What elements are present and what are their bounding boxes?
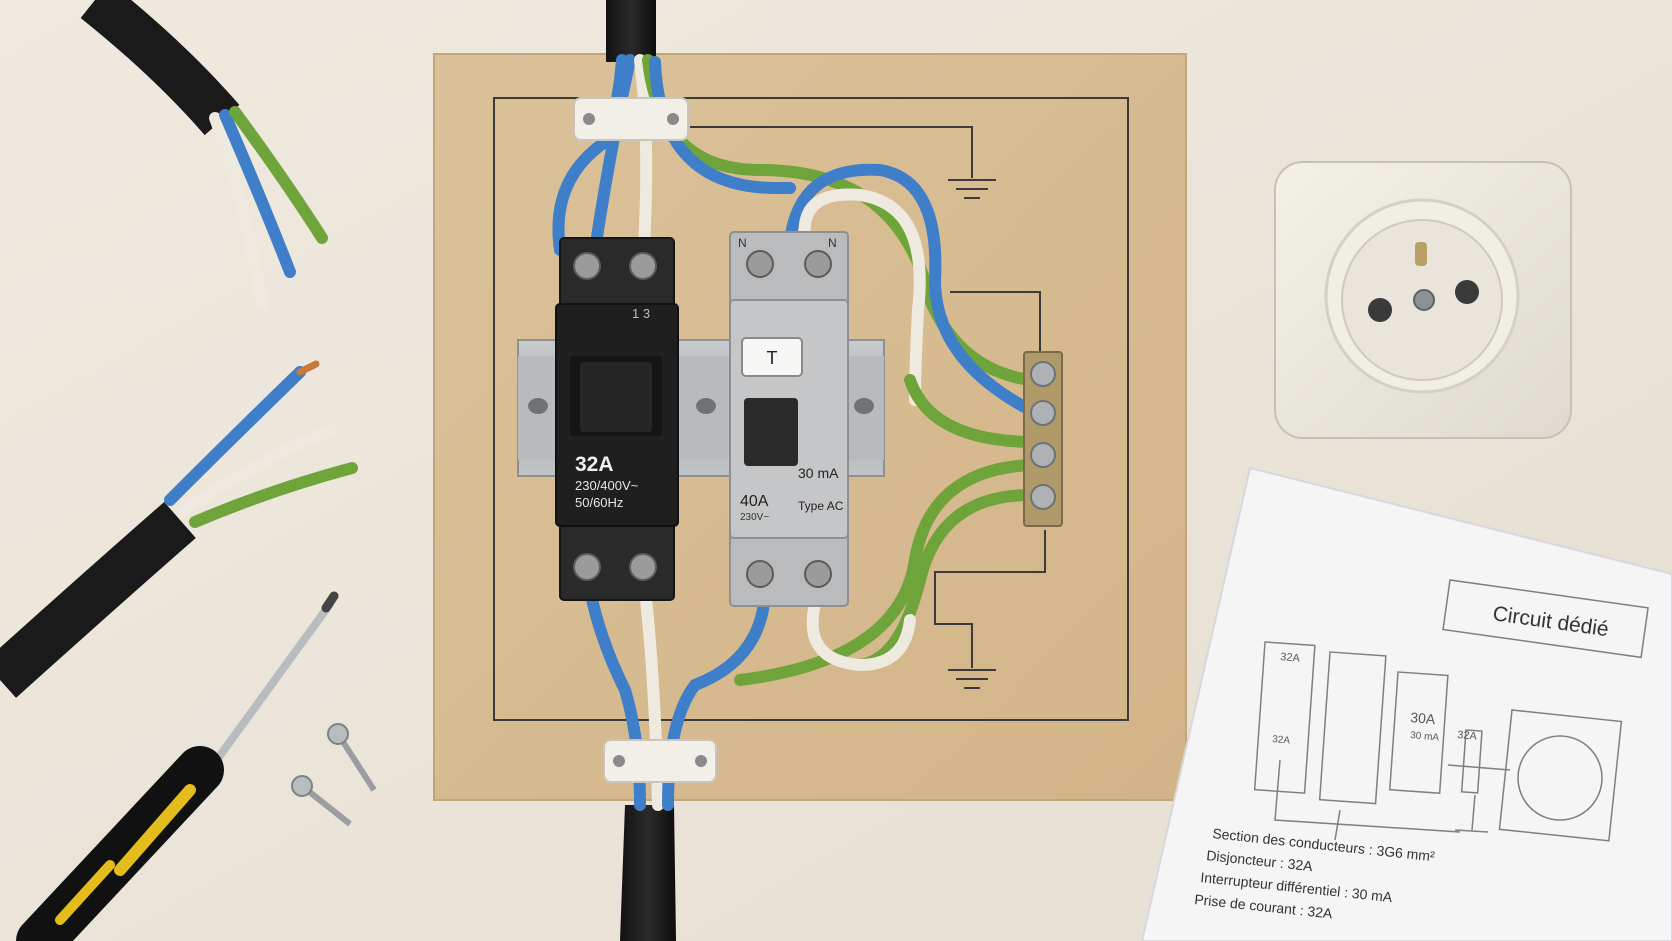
rcd-terminal-screw [804, 250, 832, 278]
sheet-diagram-breaker-label: 32A [1280, 651, 1301, 665]
socket-center-screw [1413, 289, 1435, 311]
ground-terminal-block [1023, 351, 1063, 527]
breaker-terminal-screw [573, 252, 601, 280]
socket-hole-right [1455, 280, 1479, 304]
cable-clip-top [573, 97, 689, 141]
ground-symbol-top [948, 179, 996, 199]
wall-socket [1274, 161, 1572, 439]
rcd-test-button [741, 337, 803, 377]
outgoing-cable-bottom [620, 805, 676, 941]
board-diagram-frame [493, 97, 1129, 721]
ground-terminal-screw [1030, 400, 1056, 426]
screw-2 [291, 775, 352, 827]
screw-1 [327, 723, 377, 792]
rcd-sensitivity-label: 30 mA [798, 465, 839, 481]
socket-ground-pin [1415, 242, 1427, 266]
breaker-toggle [580, 362, 652, 432]
breaker-rating-label: 32A [575, 453, 614, 476]
rcd-voltage-label: 230V~ [740, 512, 769, 523]
ground-terminal-screw [1030, 484, 1056, 510]
board-diagram-lines [690, 126, 1046, 668]
screwdriver [16, 591, 339, 941]
rcd-terminal-screw [746, 560, 774, 588]
breaker-terminal-marks: 1 3 [632, 306, 650, 321]
instruction-sheet: 32A 30A 30 mA 32A 32A Circuit dédié Sect… [1140, 466, 1672, 941]
socket-hole-left [1368, 298, 1392, 322]
incoming-cable-top [606, 0, 656, 62]
loose-cable-top-left [80, 0, 328, 311]
cable-clip-bottom [603, 739, 717, 783]
rcd-rating-label: 40A [740, 493, 769, 510]
sheet-diagram-rcd-rating-label: 30A [1410, 709, 1437, 727]
breaker-terminal-screw [629, 252, 657, 280]
rcd-type-label: Type AC [798, 499, 844, 513]
ground-terminal-screw [1030, 361, 1056, 387]
sheet-diagram-rcd-sensitivity-label: 30 mA [1410, 730, 1440, 744]
breaker-voltage-label: 230/400V~ [575, 478, 639, 493]
rcd-terminal-label-right: N [828, 236, 837, 250]
breaker-terminal-screw [573, 553, 601, 581]
loose-cable-left [0, 360, 358, 698]
sheet-diagram [1253, 579, 1649, 842]
sheet-diagram-breaker-small-label: 32A [1272, 734, 1291, 747]
rcd-terminal-label-left: N [738, 236, 747, 250]
breaker-terminal-screw [629, 553, 657, 581]
rcd-test-button-label: T [767, 348, 778, 368]
breaker-frequency-label: 50/60Hz [575, 495, 623, 510]
ground-terminal-screw [1030, 442, 1056, 468]
rcd-toggle [744, 398, 798, 466]
sheet-diagram-terminal-label: 32A [1457, 729, 1478, 743]
ground-symbol-bottom [948, 669, 996, 689]
residual-current-device: N N T 30 mA 40A 230V~ Type AC [729, 231, 849, 607]
circuit-breaker: 1 3 32A 230/400V~ 50/60Hz [555, 237, 679, 601]
rcd-terminal-screw [804, 560, 832, 588]
rcd-terminal-screw [746, 250, 774, 278]
